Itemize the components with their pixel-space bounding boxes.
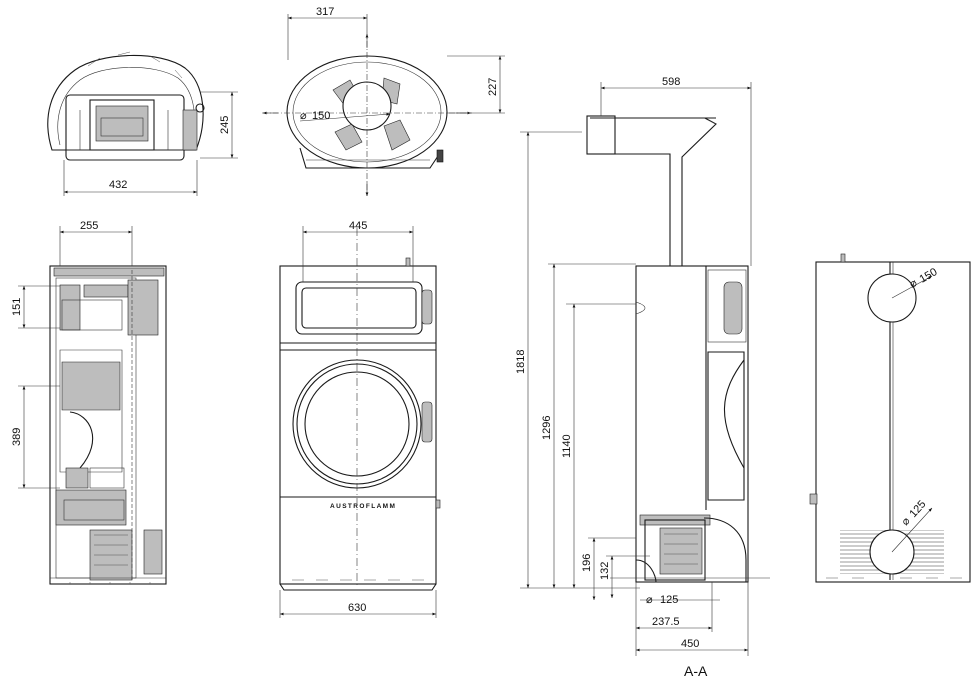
rear-view: ⌀ 150 ⌀ 125 xyxy=(809,253,971,583)
dim-front-inner-width: 445 xyxy=(349,220,367,232)
dim-rear-air-diameter-label: ⌀ xyxy=(899,515,913,528)
dim-air-offset: 237.5 xyxy=(652,616,680,628)
dim-air-inlet-height: 196 xyxy=(581,554,593,572)
dim-front-width: 630 xyxy=(348,602,366,614)
dim-flue-depth: 227 xyxy=(487,78,499,96)
dim-rear-flue-diameter: 150 xyxy=(918,266,940,286)
dim-total-height: 1818 xyxy=(515,350,527,374)
flue-top-view: ⌀ 150 317 227 xyxy=(262,6,505,196)
dim-flue-diameter-label: ⌀ xyxy=(300,110,307,122)
dim-rear-flue-height: 1296 xyxy=(541,416,553,440)
dim-side-upper: 151 xyxy=(11,298,23,316)
dim-flue-diameter: 150 xyxy=(312,110,330,122)
dim-air-center-height: 132 xyxy=(599,562,611,580)
dim-air-diameter-label: ⌀ xyxy=(646,594,653,606)
dim-air-diameter: 125 xyxy=(660,594,678,606)
dim-top-width: 432 xyxy=(109,179,127,191)
section-label: A-A xyxy=(684,663,708,679)
brand-logo: AUSTROFLAMM xyxy=(330,503,396,510)
section-view: 598 1818 1296 1140 196 132 ⌀ 125 237.5 xyxy=(515,76,770,679)
dim-top-outlet-height: 1140 xyxy=(561,434,573,458)
dim-side-firebox: 389 xyxy=(11,428,23,446)
dim-flue-offset: 317 xyxy=(316,6,334,18)
side-view: 255 151 389 xyxy=(11,220,167,585)
top-view: 432 245 xyxy=(47,51,238,196)
dim-rear-air-diameter: 125 xyxy=(907,498,928,520)
front-view: AUSTROFLAMM 445 630 xyxy=(279,220,441,618)
dim-section-flue-offset: 598 xyxy=(662,76,680,88)
dim-side-offset: 255 xyxy=(80,220,98,232)
dim-top-depth: 245 xyxy=(219,116,231,134)
dim-section-depth: 450 xyxy=(681,638,699,650)
